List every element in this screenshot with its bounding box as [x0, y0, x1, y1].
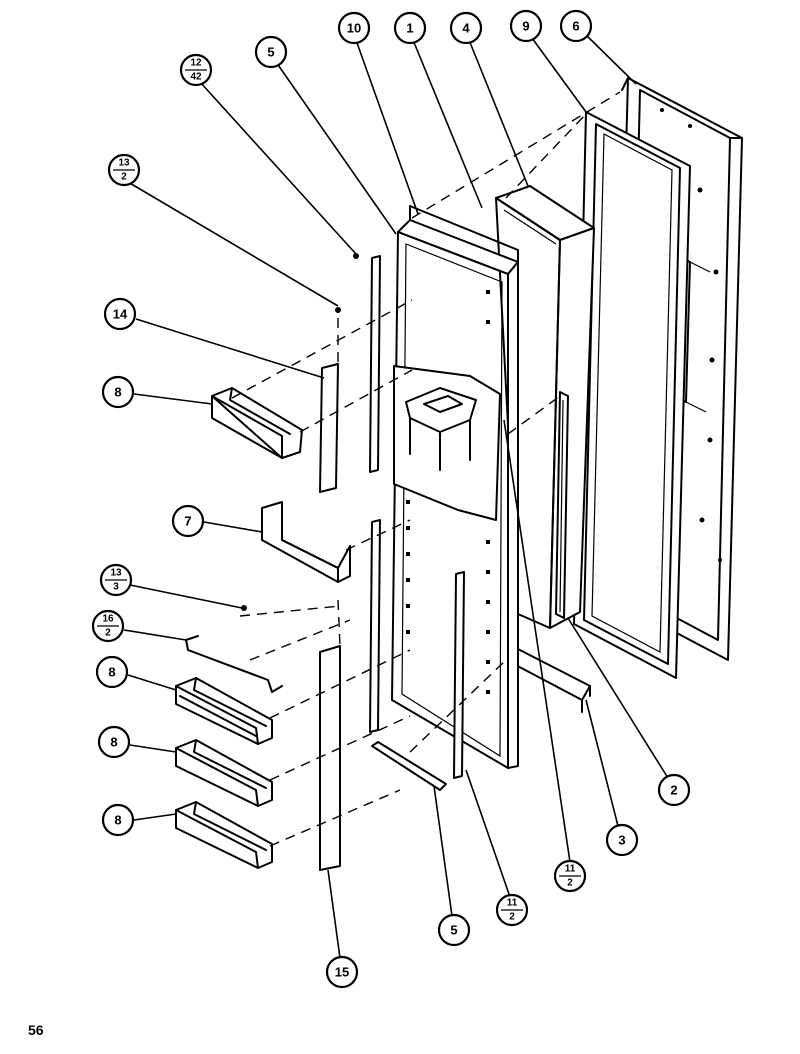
callout-10: 10: [337, 11, 371, 45]
bottom-trim: [509, 647, 591, 713]
svg-text:2: 2: [567, 878, 573, 889]
callout-7: 7: [171, 504, 205, 538]
screws: [241, 253, 359, 611]
callout-9: 9: [509, 9, 543, 43]
lower-door-bin-2: [175, 739, 273, 807]
svg-text:3: 3: [618, 833, 625, 848]
svg-text:13: 13: [118, 158, 130, 169]
door-panel-fasteners: [660, 108, 722, 562]
svg-text:12: 12: [190, 58, 202, 69]
callout-3: 3: [605, 823, 639, 857]
trim-strip: [319, 363, 339, 493]
callout-8-bin-1: 8: [95, 655, 129, 689]
leader-lines: [123, 31, 669, 959]
svg-text:15: 15: [335, 965, 349, 980]
svg-text:10: 10: [347, 21, 361, 36]
callout-8-upper: 8: [101, 375, 135, 409]
callout-5-bottom: 5: [437, 913, 471, 947]
callout-2: 2: [657, 773, 691, 807]
upper-door-bin: [211, 387, 303, 459]
callout-15: 15: [325, 955, 359, 989]
callout-12-42: 12 42: [179, 53, 213, 87]
svg-text:13: 13: [110, 568, 122, 579]
callout-14: 14: [103, 297, 137, 331]
svg-text:5: 5: [267, 45, 274, 60]
callout-1: 1: [393, 11, 427, 45]
svg-text:2: 2: [121, 172, 127, 183]
callout-4: 4: [449, 11, 483, 45]
svg-text:3: 3: [113, 582, 119, 593]
svg-text:4: 4: [462, 21, 470, 36]
callout-13-3: 13 3: [99, 563, 133, 597]
wire-shelf-clip: [185, 635, 283, 693]
door-gasket: [573, 111, 691, 679]
callout-16-2: 16 2: [91, 609, 125, 643]
svg-text:7: 7: [184, 514, 191, 529]
door-trim-strip: [319, 645, 341, 871]
dispenser-housing: [391, 205, 519, 769]
svg-text:8: 8: [114, 385, 121, 400]
callouts: 10 1 4 9 6 5 12 42 13 2 14 8 7 13 3: [91, 9, 691, 989]
page-number: 56: [28, 1022, 44, 1038]
svg-text:2: 2: [509, 912, 515, 923]
svg-text:2: 2: [670, 783, 677, 798]
retainer-strips: [369, 255, 465, 779]
breaker-strip: [555, 391, 569, 619]
svg-text:14: 14: [113, 307, 128, 322]
svg-text:11: 11: [565, 864, 576, 875]
assembly-lines: [231, 91, 621, 847]
shelf-guard: [261, 501, 351, 583]
bottom-rail: [371, 741, 447, 791]
callout-6: 6: [559, 9, 593, 43]
housing-fastener-column: [406, 290, 490, 694]
svg-text:11: 11: [507, 898, 518, 909]
lower-door-bin-3: [175, 801, 273, 869]
svg-text:42: 42: [190, 72, 202, 83]
callout-11-2-lower: 11 2: [495, 893, 529, 927]
svg-text:6: 6: [572, 19, 579, 34]
callout-8-bin-3: 8: [101, 803, 135, 837]
svg-text:2: 2: [105, 628, 111, 639]
callout-8-bin-2: 8: [97, 725, 131, 759]
svg-text:9: 9: [522, 19, 529, 34]
svg-text:8: 8: [114, 813, 121, 828]
svg-text:8: 8: [110, 735, 117, 750]
callout-11-2-upper: 11 2: [553, 859, 587, 893]
callout-5-top: 5: [254, 35, 288, 69]
svg-text:1: 1: [406, 21, 413, 36]
lower-door-bin-1: [175, 677, 273, 745]
svg-text:5: 5: [450, 923, 457, 938]
svg-text:8: 8: [108, 665, 115, 680]
svg-text:16: 16: [102, 614, 114, 625]
callout-13-2-top: 13 2: [107, 153, 141, 187]
